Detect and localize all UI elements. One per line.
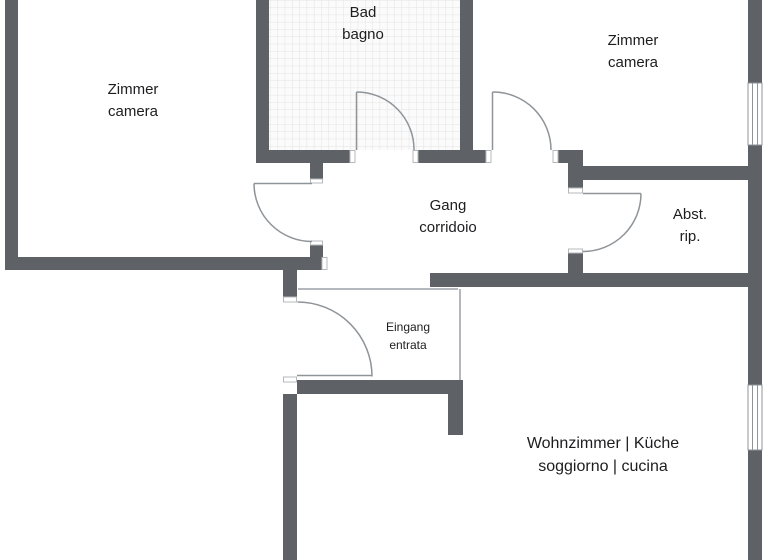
wall-kitchen-stub — [448, 380, 463, 435]
right-bedroom-window — [747, 82, 763, 146]
entrance-door — [297, 301, 373, 377]
jamb — [412, 150, 419, 163]
zone-lines — [298, 288, 461, 380]
wall-left-outer — [5, 0, 18, 270]
wall-left-living-lower — [283, 394, 297, 560]
jamb — [349, 150, 356, 163]
windows — [747, 82, 763, 451]
wall-left-door-upper-stub — [310, 163, 323, 183]
jamb — [568, 248, 583, 254]
storage-door — [582, 192, 642, 253]
jamb — [321, 257, 328, 270]
walls — [5, 0, 762, 560]
wall-entrance-upper-stub — [283, 270, 297, 302]
wall-storage-top — [583, 166, 748, 180]
wall-living-room-top — [430, 273, 762, 287]
jamb — [485, 150, 492, 163]
wall-bathroom-right — [460, 0, 473, 150]
jamb — [568, 187, 583, 194]
wall-right-outer-mid — [748, 145, 762, 385]
wall-storage-left-lower — [568, 253, 583, 273]
left-bedroom-door — [253, 182, 313, 243]
wall-bathroom-bottom-left — [256, 150, 355, 163]
wall-entrance-bottom — [297, 380, 448, 394]
bathroom-door — [355, 91, 415, 151]
jamb — [283, 296, 297, 303]
living-room-window — [747, 384, 763, 451]
jamb — [310, 178, 323, 184]
wall-storage-left-upper — [568, 150, 583, 193]
wall-right-outer-bottom — [748, 450, 762, 560]
wall-bathroom-left — [256, 0, 269, 163]
jamb — [283, 376, 297, 383]
jamb — [310, 240, 323, 246]
wall-left-room-bottom — [5, 257, 327, 270]
right-bedroom-door — [491, 91, 552, 151]
jamb — [552, 150, 559, 163]
door-jambs — [283, 150, 583, 383]
bathroom-tiled-floor — [269, 0, 460, 150]
doors — [253, 91, 642, 377]
wall-bathroom-bottom-right — [413, 150, 491, 163]
wall-right-outer-top — [748, 0, 762, 83]
